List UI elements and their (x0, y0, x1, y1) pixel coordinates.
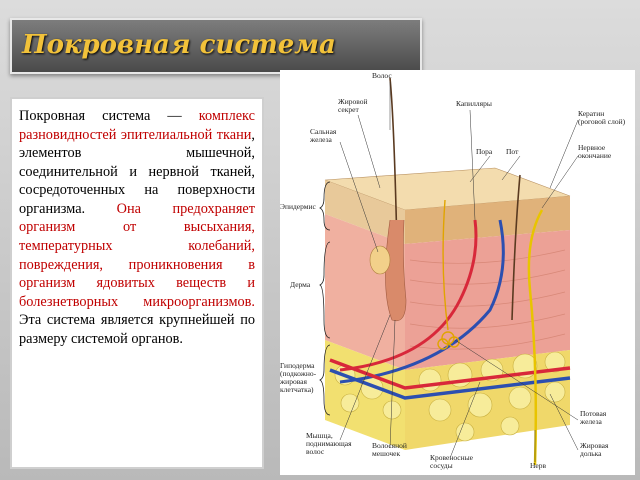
epidermis-front (325, 180, 405, 244)
text-conclusion: Эта система является крупнейшей по разме… (19, 312, 255, 347)
label-muscle: Мышца, поднимающая волос (306, 431, 352, 456)
sebaceous-gland (369, 245, 391, 275)
hypodermis-brace (319, 344, 331, 416)
nerve (527, 209, 544, 466)
label-hypodermis: Гиподерма (подкожно- жировая клетчатка) (280, 361, 317, 394)
hair-follicle (385, 219, 407, 322)
label-sebaceous-gland: Сальная железа (310, 127, 337, 144)
artery (339, 219, 478, 372)
skin-diagram: Волос Жировой секрет Капилляры Кератин (… (280, 70, 635, 475)
skin-illustration (319, 77, 579, 466)
label-follicle: Волосяной мешочек (372, 441, 407, 458)
label-pore: Пора (476, 147, 493, 156)
dermis-fibers (409, 249, 566, 350)
epidermis-side (405, 196, 570, 244)
text-intro: Покровная система — (19, 108, 199, 124)
label-fat-secretion: Жировой секрет (338, 97, 368, 114)
text-tissues: , элементов мышечной, соединительной и н… (19, 126, 255, 217)
dermis-brace (319, 241, 331, 339)
text-highlight-complex: комплекс разновидностей эпителиальной тк… (19, 108, 255, 143)
label-capillaries: Капилляры (456, 99, 492, 108)
text-highlight-protection: Она предохраняет организм от высыхания, … (19, 200, 255, 310)
pointer-lines (339, 82, 579, 462)
label-keratin: Кератин (роговой слой) (578, 109, 626, 126)
vein-base (329, 368, 571, 400)
epidermis-brace (319, 181, 331, 231)
label-nerve: Нерв (530, 461, 547, 470)
label-sweat-gland: Потовая железа (580, 409, 607, 426)
label-hair: Волос (372, 71, 392, 80)
text-panel: Покровная система — комплекс разновиднос… (10, 97, 264, 469)
slide-title: Покровная система (22, 30, 336, 60)
label-nerve-ending: Нервное окончание (578, 143, 612, 160)
label-sweat: Пот (506, 147, 519, 156)
title-bar: Покровная система (10, 18, 422, 74)
label-dermis: Дерма (290, 280, 311, 289)
label-vessels: Кровеносные сосуды (430, 453, 473, 470)
label-fat-lobule: Жировая долька (580, 441, 609, 458)
dermis-side (405, 230, 570, 370)
vein (339, 219, 505, 384)
label-epidermis: Эпидермис (280, 202, 316, 211)
sweat-gland (437, 199, 460, 350)
artery-base (329, 358, 571, 390)
